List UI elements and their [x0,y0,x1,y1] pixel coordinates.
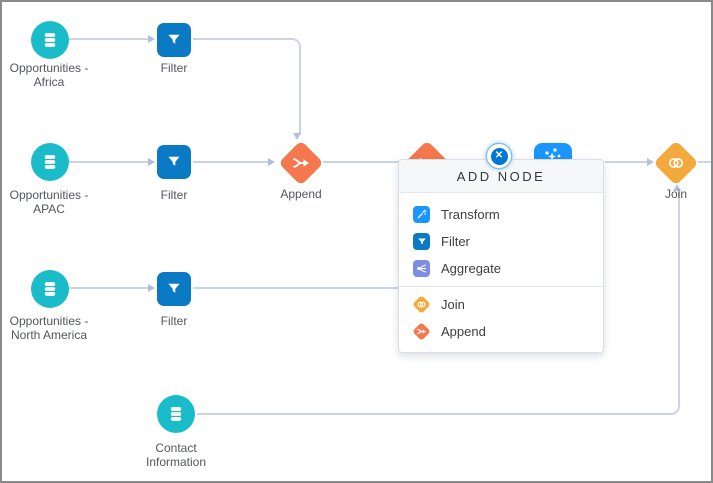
arrowhead-icon [148,284,155,292]
menu-item-join[interactable]: Join [399,291,603,318]
connector-filter-na-out [193,287,399,289]
database-icon [44,155,56,169]
dataset-node-contact[interactable] [157,395,195,433]
dataset-node-north-america[interactable] [31,270,69,308]
connector-join-out [698,161,711,163]
filter-icon [168,283,180,293]
transform-icon [413,206,430,223]
node-label: Filter [160,61,188,75]
arrowhead-icon [148,158,155,166]
node-label: Opportunities -Africa [9,61,89,89]
node-label: Filter [160,314,188,328]
append-node[interactable] [278,140,324,186]
dataset-node-africa[interactable] [31,21,69,59]
connector-to-join [605,161,647,163]
filter-node-3[interactable] [157,272,191,306]
filter-icon [168,156,180,166]
add-node-popup: ADD NODE Transform [398,159,604,353]
connector-apac-filter [69,161,148,163]
popup-title: ADD NODE [399,160,603,193]
join-icon [412,295,431,314]
dataset-node-apac[interactable] [31,143,69,181]
transform-sparkles-icon [545,148,561,160]
connector-append-next [323,161,399,163]
append-icon [291,153,311,173]
arrowhead-icon [293,133,301,140]
menu-item-aggregate[interactable]: Aggregate [399,255,603,282]
node-label: Opportunities -North America [9,314,89,342]
connector-filter-append-corner [193,38,301,135]
filter-node-2[interactable] [157,145,191,179]
node-label: Opportunities -APAC [9,188,89,216]
menu-item-transform[interactable]: Transform [399,201,603,228]
close-button[interactable]: ✕ [487,144,511,168]
node-label: Append [280,187,322,201]
join-icon [666,153,686,173]
filter-node-1[interactable] [157,23,191,57]
join-node[interactable] [653,140,699,186]
node-label: Filter [160,188,188,202]
filter-icon [413,233,430,250]
close-icon: ✕ [490,147,508,165]
aggregate-icon [413,260,430,277]
menu-divider [399,286,603,287]
connector-contact-join-corner [197,191,680,415]
database-icon [170,407,182,421]
database-icon [44,33,56,47]
arrowhead-icon [268,158,275,166]
arrowhead-icon [673,184,681,191]
menu-item-append[interactable]: Append [399,318,603,345]
database-icon [44,282,56,296]
append-icon [412,322,431,341]
connector-filter-append [193,161,268,163]
arrowhead-icon [148,35,155,43]
filter-icon [168,34,180,44]
menu-item-filter[interactable]: Filter [399,228,603,255]
arrowhead-icon [647,158,654,166]
node-label: Join [664,187,687,201]
connector-na-filter [69,287,148,289]
connector-africa-filter [69,38,148,40]
